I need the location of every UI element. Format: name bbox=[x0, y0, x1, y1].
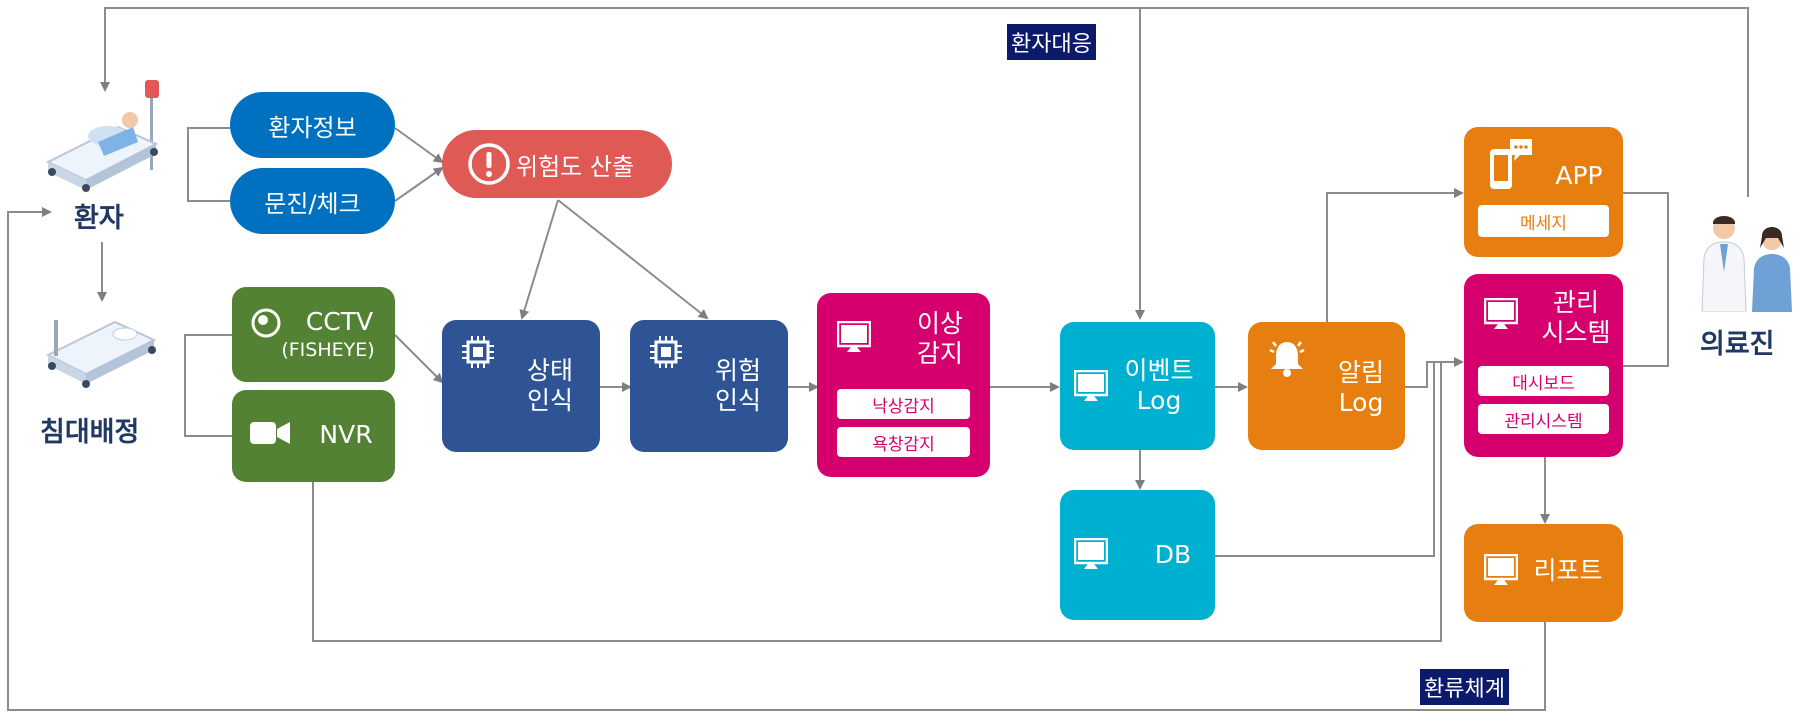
message-chip: 메세지 bbox=[1478, 205, 1609, 237]
risk-calc-label: 위험도 산출 bbox=[516, 152, 635, 181]
monitor-icon bbox=[1074, 370, 1108, 401]
wire-check-to-risk bbox=[394, 166, 444, 202]
wire-risk-to-state bbox=[519, 199, 559, 320]
management-system-box: 관리 시스템 대시보드 관리시스템 bbox=[1464, 274, 1623, 457]
alarm-log-line2: Log bbox=[1338, 388, 1384, 417]
patient-bed-icon bbox=[45, 80, 159, 192]
app-label: APP bbox=[1555, 161, 1603, 190]
nvr-box: NVR bbox=[232, 390, 395, 482]
cctv-sub-label: (FISHEYE) bbox=[281, 339, 375, 361]
anomaly-detection-box: 이상 감지 낙상감지 욕창감지 bbox=[817, 293, 990, 477]
wire-feedback-loop bbox=[7, 207, 1546, 711]
event-log-line2: Log bbox=[1136, 386, 1182, 415]
wire-alarm-to-app bbox=[1326, 188, 1464, 322]
anomaly-title-line2: 감지 bbox=[916, 339, 963, 368]
state-recognition-line2: 인식 bbox=[526, 386, 573, 415]
exclamation-icon bbox=[468, 143, 510, 185]
cctv-box: CCTV (FISHEYE) bbox=[232, 287, 395, 382]
bell-icon bbox=[1269, 341, 1305, 377]
db-box: DB bbox=[1060, 490, 1215, 620]
medical-staff-label: 의료진 bbox=[1700, 329, 1775, 360]
chip-icon bbox=[650, 336, 682, 368]
management-title-line1: 관리 bbox=[1552, 288, 1599, 317]
feedback-tag: 환류체계 bbox=[1420, 669, 1509, 705]
wire-patient-bracket bbox=[187, 127, 230, 202]
report-label: 리포트 bbox=[1533, 556, 1603, 585]
app-box: APP 메세지 bbox=[1464, 127, 1623, 257]
fall-detection-chip: 낙상감지 bbox=[837, 389, 970, 419]
event-log-line1: 이벤트 bbox=[1124, 356, 1194, 385]
monitor-icon bbox=[1484, 298, 1518, 329]
risk-recognition-line2: 인식 bbox=[714, 386, 761, 415]
wire-bed-bracket bbox=[184, 334, 232, 437]
risk-recognition-line1: 위험 bbox=[714, 356, 761, 385]
db-label: DB bbox=[1154, 540, 1192, 569]
wire-db-to-mgmt bbox=[1215, 362, 1435, 557]
patient-label: 환자 bbox=[74, 203, 124, 234]
report-box: 리포트 bbox=[1464, 524, 1623, 622]
patient-info-pill: 환자정보 bbox=[230, 92, 395, 158]
patient-response-tag: 환자대응 bbox=[1007, 24, 1096, 60]
bed-assign-label: 침대배정 bbox=[40, 417, 140, 448]
risk-recognition-box: 위험 인식 bbox=[630, 320, 788, 452]
state-recognition-box: 상태 인식 bbox=[442, 320, 600, 452]
nvr-label: NVR bbox=[319, 420, 373, 449]
event-log-box: 이벤트 Log bbox=[1060, 322, 1215, 450]
alarm-log-box: 알림 Log bbox=[1248, 322, 1405, 450]
camera-lens-icon bbox=[251, 308, 281, 338]
medical-staff-icon bbox=[1701, 216, 1792, 312]
bed-icon bbox=[45, 320, 157, 388]
dashboard-chip: 대시보드 bbox=[1478, 366, 1609, 396]
admin-system-chip: 관리시스템 bbox=[1478, 404, 1609, 434]
interview-check-pill: 문진/체크 bbox=[230, 168, 395, 234]
wire-alarm-to-mgmt bbox=[1405, 357, 1464, 388]
cctv-label: CCTV bbox=[305, 307, 374, 336]
wire-nvr-to-mgmt bbox=[312, 362, 1442, 642]
monitor-icon bbox=[1074, 538, 1108, 569]
management-title-line2: 시스템 bbox=[1541, 318, 1611, 347]
wire-staff-to-patient bbox=[100, 7, 1749, 197]
state-recognition-line1: 상태 bbox=[526, 356, 573, 385]
phone-message-icon bbox=[1490, 139, 1532, 189]
wire-info-to-risk bbox=[394, 127, 444, 164]
risk-calc-pill: 위험도 산출 bbox=[442, 130, 672, 198]
monitor-icon bbox=[837, 321, 871, 352]
monitor-icon bbox=[1484, 554, 1518, 585]
video-camera-icon bbox=[250, 422, 290, 444]
chip-icon bbox=[462, 336, 494, 368]
wire-app-to-staff bbox=[1623, 192, 1669, 367]
bedsore-detection-chip: 욕창감지 bbox=[837, 427, 970, 457]
wire-cctv-to-state bbox=[394, 334, 444, 384]
wire-risk-to-riskrec bbox=[557, 199, 709, 320]
alarm-log-line1: 알림 bbox=[1337, 358, 1384, 387]
anomaly-title-line1: 이상 bbox=[916, 309, 963, 338]
